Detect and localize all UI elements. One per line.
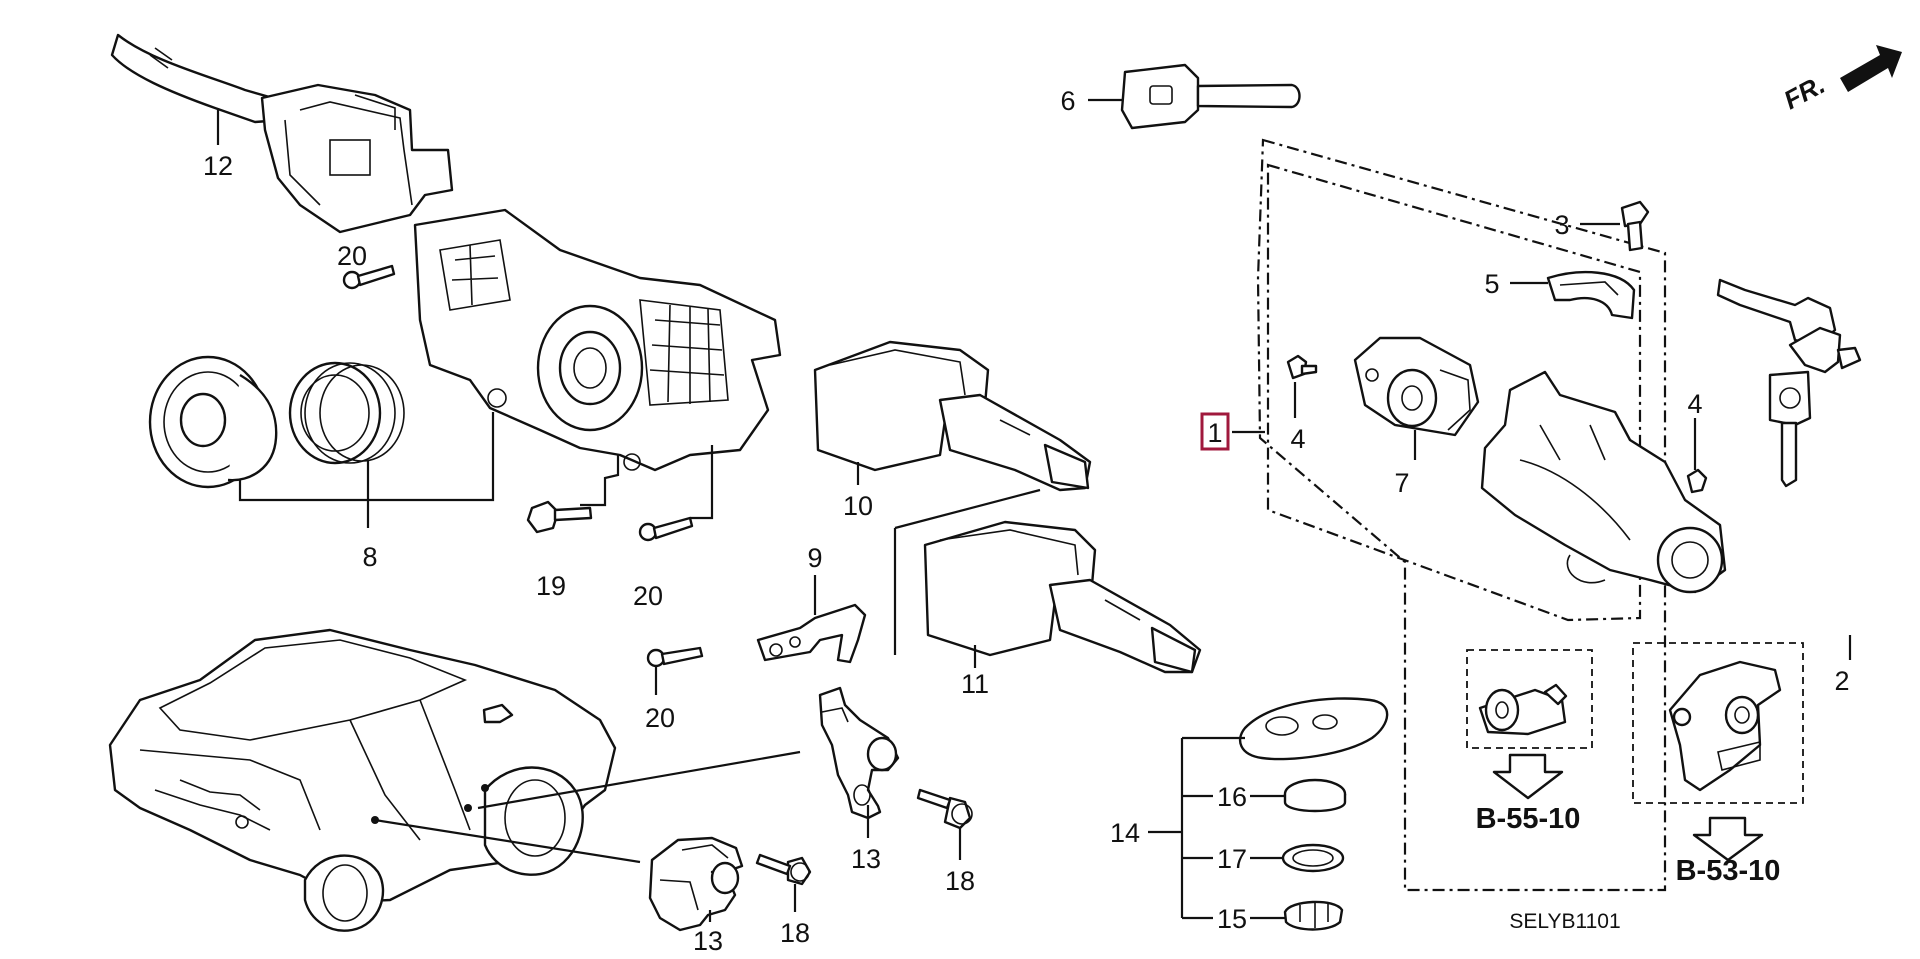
callout-12: 12 [203,151,233,181]
bolt-18a [916,788,973,830]
trunk-cylinder-box [1632,642,1804,804]
door-cylinder-box [1466,649,1593,749]
key-6 [1120,63,1301,130]
steering-lock-body [1480,370,1727,594]
callout-1-highlight[interactable]: 1 [1200,412,1230,451]
combination-switch-12 [110,33,454,234]
wiper-switch-11 [923,520,1202,674]
door-switch-13b [648,836,744,932]
bolt-19 [526,500,593,534]
trunk-cylinder [1668,660,1782,792]
front-indicator: FR. [1779,69,1830,115]
screw-20a [342,264,396,290]
callout-20: 20 [337,241,367,271]
bolt-4a [1286,354,1318,380]
cap-15 [1283,900,1344,931]
cable-reel-8 [148,355,405,489]
kit-outline-outer [1256,138,1667,892]
callout-18: 18 [945,866,975,896]
callout-5: 5 [1484,269,1499,299]
battery-16 [1283,778,1347,813]
callout-17: 17 [1217,844,1247,874]
front-arrow [1840,45,1902,92]
callout-8: 8 [362,542,377,572]
door-cylinder [1478,683,1568,736]
switch-body-center [413,208,782,472]
door-switch-13a [818,686,900,820]
callout-9: 9 [807,543,822,573]
bolt-4b [1686,468,1708,494]
callout-6: 6 [1060,86,1075,116]
screw-20b [638,516,694,542]
callout-4: 4 [1290,424,1305,454]
lighting-switch-10 [813,340,1092,492]
screw-20c [646,646,704,668]
bracket-9 [756,603,867,664]
callout-19: 19 [536,571,566,601]
callout-labels: 12 20 8 19 20 9 10 11 20 6 3 5 4 4 7 2 1… [203,86,1850,956]
callout-1: 1 [1207,418,1222,448]
o-ring-17 [1281,843,1345,873]
callout-20: 20 [633,581,663,611]
callout-3: 3 [1554,210,1569,240]
lock-housing-7 [1353,336,1480,437]
reference-b-55-10[interactable]: B-55-10 [1476,803,1581,835]
callout-13: 13 [693,926,723,956]
callout-20: 20 [645,703,675,733]
callout-13: 13 [851,844,881,874]
diagram-code: SELYB1101 [1509,910,1620,933]
keys-pair [1716,278,1862,488]
callout-10: 10 [843,491,873,521]
bolt-3 [1620,200,1650,252]
callout-14: 14 [1110,818,1140,848]
callout-2: 2 [1834,666,1849,696]
kit-outline-inner [1266,163,1642,622]
arrow-b55 [1492,753,1564,800]
arrow-b53 [1692,816,1764,862]
callout-16: 16 [1217,782,1247,812]
callout-15: 15 [1217,904,1247,934]
callout-11: 11 [961,669,989,699]
callout-7: 7 [1394,468,1409,498]
car-sketch [108,628,617,932]
remote-transmitter [1238,697,1389,761]
callout-18: 18 [780,918,810,948]
callout-4: 4 [1687,389,1702,419]
reference-b-53-10[interactable]: B-53-10 [1676,855,1781,887]
bolt-18b [755,853,812,886]
clamp-5 [1546,270,1636,320]
callout-1-frame [1200,412,1230,451]
